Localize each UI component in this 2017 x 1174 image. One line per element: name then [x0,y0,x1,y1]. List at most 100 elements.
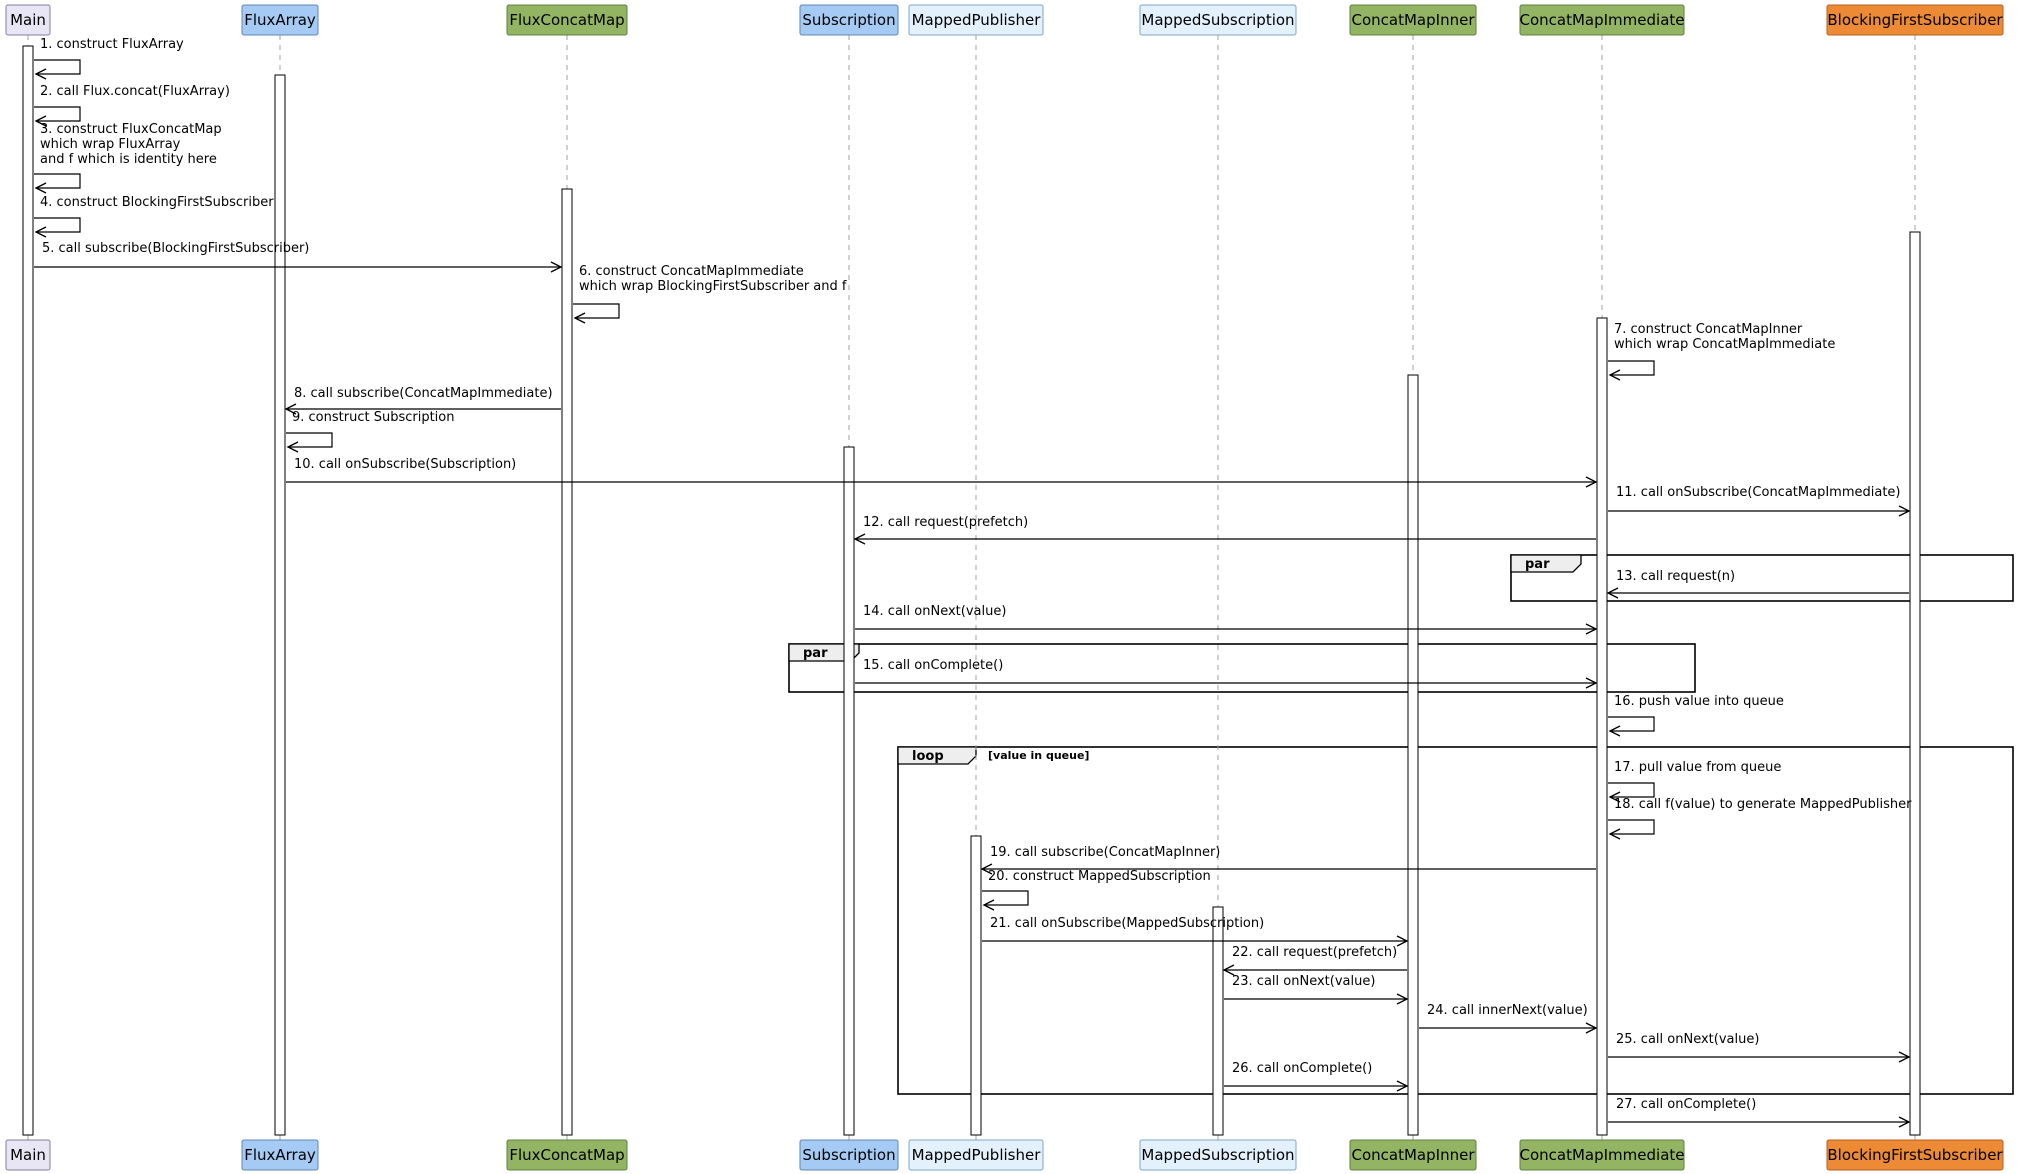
participant-mappedpublisher-bottom: MappedPublisher [908,1139,1044,1171]
participant-mappedsubscription-bottom: MappedSubscription [1139,1139,1297,1171]
participant-label: FluxArray [244,1146,316,1164]
message-2: 2. call Flux.concat(FluxArray) [34,84,230,127]
fragment-label: par [1525,557,1550,572]
participant-subscription-bottom: Subscription [799,1139,899,1171]
activation-mappedpublisher [970,835,982,1136]
activation-concatmapinner [1407,374,1419,1136]
message-22: 22. call request(prefetch) [1222,945,1407,976]
message-25: 25. call onNext(value) [1608,1032,1911,1063]
fragment-par: par [1510,554,2014,602]
participant-concatmapinner-bottom: ConcatMapInner [1349,1139,1477,1171]
message-label: 7. construct ConcatMapInner [1614,322,1803,337]
message-26: 26. call onComplete() [1224,1061,1409,1092]
activation-subscription [843,446,855,1136]
message-16: 16. push value into queue [1608,694,1784,737]
message-label: 18. call f(value) to generate MappedPubl… [1614,797,1912,812]
participant-fluxarray-top: FluxArray [241,4,319,36]
message-label: 10. call onSubscribe(Subscription) [294,457,516,472]
message-label: 8. call subscribe(ConcatMapImmediate) [294,386,553,401]
message-label: 20. construct MappedSubscription [988,869,1211,884]
message-label: 1. construct FluxArray [40,37,184,52]
message-27: 27. call onComplete() [1608,1097,1911,1128]
participant-concatmapinner-top: ConcatMapInner [1349,4,1477,36]
activation-concatmapimmediate [1596,317,1608,1136]
message-9: 9. construct Subscription [286,410,454,453]
participant-label: ConcatMapInner [1352,11,1476,29]
participant-label: Main [10,1146,46,1164]
message-label: 23. call onNext(value) [1232,974,1375,989]
message-label: 24. call innerNext(value) [1427,1003,1588,1018]
participant-label: Main [10,11,46,29]
message-12: 12. call request(prefetch) [853,515,1596,545]
message-label: 22. call request(prefetch) [1232,945,1397,960]
fragment-loop: loop [value in queue] [897,746,2014,1095]
activation-mappedsubscription [1212,906,1224,1136]
participant-fluxconcatmap-bottom: FluxConcatMap [506,1139,628,1171]
message-11: 11. call onSubscribe(ConcatMapImmediate) [1608,485,1911,517]
message-label: 6. construct ConcatMapImmediate [579,264,804,279]
participant-concatmapimmediate-top: ConcatMapImmediate [1519,4,1685,36]
message-21: 21. call onSubscribe(MappedSubscription) [982,916,1409,947]
message-label: 27. call onComplete() [1616,1097,1756,1112]
message-label: 16. push value into queue [1614,694,1784,709]
participant-blockingfirstsubscriber-top: BlockingFirstSubscriber [1826,4,2004,36]
message-23: 23. call onNext(value) [1224,974,1409,1005]
participant-label: MappedSubscription [1141,11,1294,29]
participant-label: BlockingFirstSubscriber [1827,11,2003,29]
message-label: 17. pull value from queue [1614,760,1781,775]
message-label: and f which is identity here [40,152,217,167]
participant-label: MappedSubscription [1141,1146,1294,1164]
participant-main-bottom: Main [5,1139,51,1171]
message-label: 26. call onComplete() [1232,1061,1372,1076]
message-label: 19. call subscribe(ConcatMapInner) [990,845,1220,860]
fragment-guard: [value in queue] [988,749,1089,762]
message-8: 8. call subscribe(ConcatMapImmediate) [284,386,561,415]
message-10: 10. call onSubscribe(Subscription) [286,457,1598,488]
participant-label: ConcatMapImmediate [1520,1146,1685,1164]
participant-label: ConcatMapInner [1352,1146,1476,1164]
message-15: 15. call onComplete() [855,658,1598,689]
message-label: 13. call request(n) [1616,569,1735,584]
participant-mappedpublisher-top: MappedPublisher [908,4,1044,36]
message-label: 12. call request(prefetch) [863,515,1028,530]
message-4: 4. construct BlockingFirstSubscriber [34,195,274,238]
participant-label: Subscription [802,1146,895,1164]
fragment-label: par [803,646,828,661]
message-label: 11. call onSubscribe(ConcatMapImmediate) [1616,485,1900,500]
message-label: which wrap ConcatMapImmediate [1614,337,1835,352]
message-label: 25. call onNext(value) [1616,1032,1759,1047]
participant-subscription-top: Subscription [799,4,899,36]
participant-main-top: Main [5,4,51,36]
message-14: 14. call onNext(value) [855,604,1598,635]
message-label: 15. call onComplete() [863,658,1003,673]
message-5: 5. call subscribe(BlockingFirstSubscribe… [34,241,563,273]
message-1: 1. construct FluxArray [34,37,184,80]
activation-fluxarray [274,74,286,1136]
message-19: 19. call subscribe(ConcatMapInner) [980,845,1596,875]
message-label: 4. construct BlockingFirstSubscriber [40,195,274,210]
participant-label: ConcatMapImmediate [1520,11,1685,29]
participant-label: BlockingFirstSubscriber [1827,1146,2003,1164]
participant-concatmapimmediate-bottom: ConcatMapImmediate [1519,1139,1685,1171]
participant-label: Subscription [802,11,895,29]
participant-blockingfirstsubscriber-bottom: BlockingFirstSubscriber [1826,1139,2004,1171]
fragment-label: loop [912,749,944,764]
participant-fluxconcatmap-top: FluxConcatMap [506,4,628,36]
message-label: which wrap FluxArray [40,137,181,152]
participant-fluxarray-bottom: FluxArray [241,1139,319,1171]
participant-label: FluxArray [244,11,316,29]
message-label: which wrap BlockingFirstSubscriber and f [579,279,847,294]
fragment-par: par [788,643,1696,693]
message-label: 3. construct FluxConcatMap [40,122,222,137]
participant-label: FluxConcatMap [509,11,624,29]
message-label: 2. call Flux.concat(FluxArray) [40,84,230,99]
participant-label: FluxConcatMap [509,1146,624,1164]
message-13: 13. call request(n) [1606,569,1909,599]
message-label: 5. call subscribe(BlockingFirstSubscribe… [42,241,309,256]
message-17: 17. pull value from queue [1608,760,1781,803]
message-18: 18. call f(value) to generate MappedPubl… [1608,797,1912,840]
message-label: 21. call onSubscribe(MappedSubscription) [990,916,1264,931]
